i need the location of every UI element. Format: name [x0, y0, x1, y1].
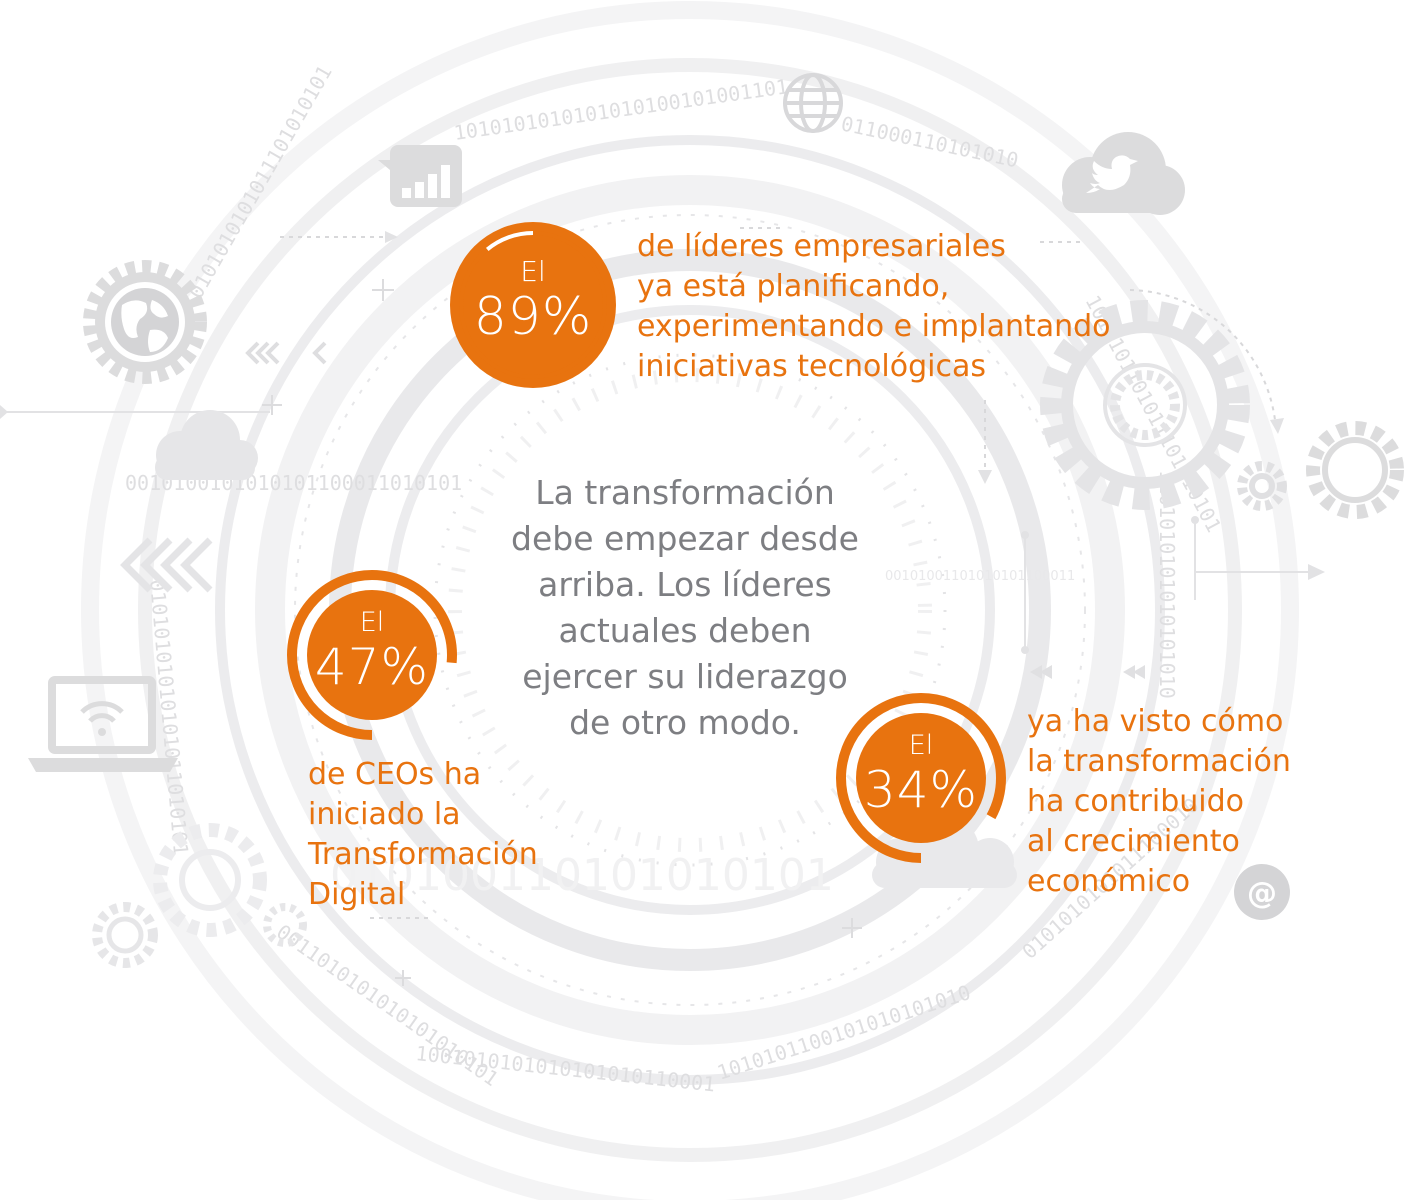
stat-prefix: El: [908, 730, 934, 761]
svg-text:1010101010101010100101001101: 1010101010101010100101001101: [452, 74, 789, 145]
stat-value: 47%: [314, 638, 430, 696]
stat-47-description: de CEOs ha iniciado la Transformación Di…: [308, 757, 538, 912]
stat-34-description: ya ha visto cómo la transformación ha co…: [1027, 704, 1291, 899]
laptop-wifi-icon: [28, 676, 178, 772]
stat-47-percent: El 47%: [287, 570, 457, 740]
progress-ring: [450, 222, 616, 388]
stat-value: 34%: [863, 761, 979, 819]
svg-text:1001010101010101010110001: 1001010101010101010110001: [414, 1041, 716, 1096]
center-message: La transformación debe empezar desde arr…: [511, 473, 859, 742]
svg-text:010100110101010101: 010100110101010101: [330, 850, 834, 901]
globe-icon: [783, 73, 843, 133]
svg-text:@: @: [1247, 876, 1277, 911]
svg-text:1101010101010101010: 1101010101010101010: [1155, 470, 1179, 699]
stat-89-percent: El 89%: [450, 222, 616, 388]
progress-ring: [287, 570, 457, 740]
cloud-icon: [155, 410, 258, 480]
gear-icon: [1040, 300, 1404, 519]
stat-34-percent: El 34%: [836, 693, 1006, 863]
stat-prefix: El: [359, 607, 385, 638]
twitter-cloud-icon: [1062, 132, 1185, 215]
stat-value: 89%: [473, 287, 593, 347]
bar-chart-icon: [378, 145, 462, 207]
progress-ring: [836, 693, 1006, 863]
svg-text:00101001101010101100011: 00101001101010101100011: [885, 569, 1075, 584]
stat-prefix: El: [520, 255, 546, 288]
chevrons-left-icon: [245, 341, 327, 365]
stat-89-description: de líderes empresariales ya está planifi…: [637, 229, 1111, 384]
gear-globe-icon: [83, 260, 207, 384]
at-sign-icon: @: [1234, 864, 1290, 920]
